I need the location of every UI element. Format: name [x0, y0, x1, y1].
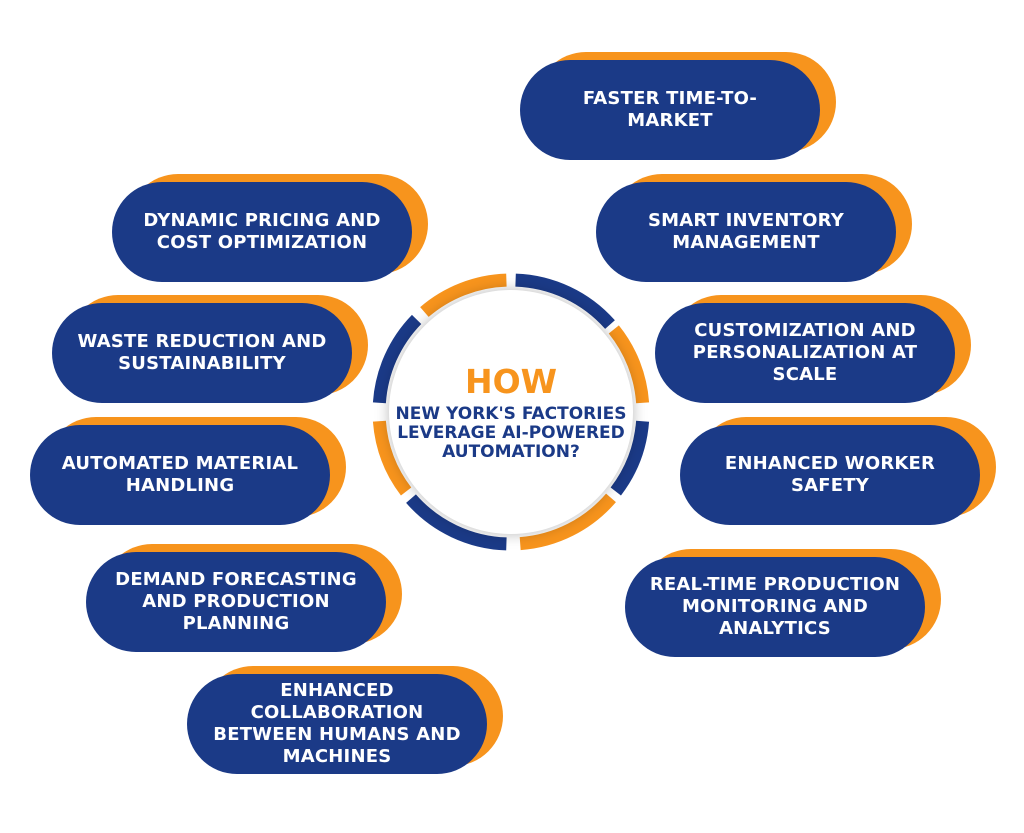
node-body: DEMAND FORECASTING AND PRODUCTION PLANNI…	[86, 552, 386, 652]
node-customization: CUSTOMIZATION AND PERSONALIZATION AT SCA…	[655, 295, 971, 403]
ring-segment-navy	[406, 494, 507, 551]
node-body: WASTE REDUCTION AND SUSTAINABILITY	[52, 303, 352, 403]
node-demand-forecasting: DEMAND FORECASTING AND PRODUCTION PLANNI…	[86, 544, 402, 652]
node-label: SMART INVENTORY MANAGEMENT	[648, 210, 844, 253]
node-body: CUSTOMIZATION AND PERSONALIZATION AT SCA…	[655, 303, 955, 403]
node-smart-inventory: SMART INVENTORY MANAGEMENT	[596, 174, 912, 282]
node-label: WASTE REDUCTION AND SUSTAINABILITY	[77, 331, 327, 374]
node-label: CUSTOMIZATION AND PERSONALIZATION AT SCA…	[692, 320, 918, 385]
ring-segment-navy	[372, 314, 422, 404]
node-body: ENHANCED WORKER SAFETY	[680, 425, 980, 525]
node-label: AUTOMATED MATERIAL HANDLING	[61, 453, 299, 496]
node-faster-time-to-market: FASTER TIME-TO-MARKET	[520, 52, 836, 160]
hub-question: NEW YORK'S FACTORIES LEVERAGE AI-POWERED…	[395, 403, 627, 462]
node-body: AUTOMATED MATERIAL HANDLING	[30, 425, 330, 525]
ring-segment-navy	[610, 420, 650, 496]
ring-segment-orange	[420, 273, 507, 318]
ring-segment-orange	[608, 325, 650, 404]
node-body: ENHANCED COLLABORATION BETWEEN HUMANS AN…	[187, 674, 487, 774]
node-worker-safety: ENHANCED WORKER SAFETY	[680, 417, 996, 525]
node-collaboration: ENHANCED COLLABORATION BETWEEN HUMANS AN…	[187, 666, 503, 774]
node-dynamic-pricing: DYNAMIC PRICING AND COST OPTIMIZATION	[112, 174, 428, 282]
node-realtime-monitoring: REAL-TIME PRODUCTION MONITORING AND ANAL…	[625, 549, 941, 657]
ring-segment-orange	[372, 420, 412, 496]
node-waste-reduction: WASTE REDUCTION AND SUSTAINABILITY	[52, 295, 368, 403]
node-body: FASTER TIME-TO-MARKET	[520, 60, 820, 160]
node-label: ENHANCED WORKER SAFETY	[724, 453, 936, 496]
node-label: DEMAND FORECASTING AND PRODUCTION PLANNI…	[115, 569, 357, 634]
central-hub: HOW NEW YORK'S FACTORIES LEVERAGE AI-POW…	[361, 262, 661, 562]
node-material-handling: AUTOMATED MATERIAL HANDLING	[30, 417, 346, 525]
hub-title: HOW	[464, 361, 558, 401]
node-label: ENHANCED COLLABORATION BETWEEN HUMANS AN…	[213, 680, 461, 767]
ring-segment-orange	[519, 493, 616, 551]
node-label: REAL-TIME PRODUCTION MONITORING AND ANAL…	[649, 574, 901, 639]
node-body: REAL-TIME PRODUCTION MONITORING AND ANAL…	[625, 557, 925, 657]
ring-segment-navy	[515, 273, 615, 329]
hub-ring	[372, 273, 650, 551]
node-body: DYNAMIC PRICING AND COST OPTIMIZATION	[112, 182, 412, 282]
hub-disc: HOW NEW YORK'S FACTORIES LEVERAGE AI-POW…	[389, 290, 633, 534]
node-label: FASTER TIME-TO-MARKET	[582, 88, 758, 131]
node-label: DYNAMIC PRICING AND COST OPTIMIZATION	[143, 210, 381, 253]
node-body: SMART INVENTORY MANAGEMENT	[596, 182, 896, 282]
